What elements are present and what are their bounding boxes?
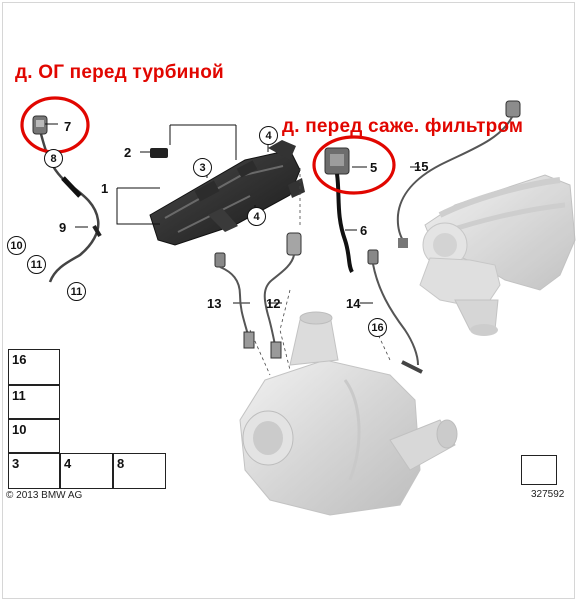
callout-11-lower: 11	[67, 282, 86, 301]
part-number-5: 5	[370, 160, 378, 175]
part-number-1: 1	[101, 181, 109, 196]
part-number-6: 6	[360, 223, 368, 238]
legend-cell-16: 16	[8, 349, 60, 385]
legend-label-3: 3	[12, 456, 20, 471]
legend-cell-4: 4	[60, 453, 113, 489]
sensor-cables-12-13	[214, 232, 302, 359]
callout-3: 3	[193, 158, 212, 177]
callout-8: 8	[44, 149, 63, 168]
part-number-7: 7	[64, 119, 72, 134]
sensor-cable-15	[396, 100, 521, 248]
part-number-12: 12	[266, 296, 281, 311]
copyright-notice: © 2013 BMW AG	[6, 490, 83, 501]
legend-label-16: 16	[12, 352, 27, 367]
legend-label-8: 8	[117, 456, 125, 471]
legend-cell-3: 3	[8, 453, 60, 489]
part-number-15: 15	[414, 159, 429, 174]
part-number-9: 9	[59, 220, 67, 235]
part-number-14: 14	[346, 296, 361, 311]
clip-part	[150, 148, 168, 158]
exhaust-temp-sensor-dpf	[324, 147, 354, 273]
legend-cell-10: 10	[8, 419, 60, 453]
legend-label-11: 11	[12, 388, 26, 403]
intake-manifold	[419, 174, 576, 336]
legend-label-4: 4	[64, 456, 72, 471]
sensor-cable-14	[367, 249, 423, 374]
callout-4-bottom: 4	[247, 207, 266, 226]
parts-legend: 16 11 10 3 4 8	[8, 349, 166, 489]
navigation-box	[521, 455, 557, 485]
callout-10: 10	[7, 236, 26, 255]
part-number-13: 13	[207, 296, 222, 311]
callout-4-top: 4	[259, 126, 278, 145]
sensor-bracket	[149, 140, 305, 246]
part-number-2: 2	[124, 145, 132, 160]
diagram-frame	[2, 2, 575, 599]
annotation-turbo-sensor: д. ОГ перед турбиной	[15, 62, 224, 83]
legend-label-10: 10	[12, 422, 27, 437]
highlight-ring-turbo-sensor	[20, 96, 90, 154]
highlight-ring-dpf-sensor	[312, 135, 396, 195]
callout-16: 16	[368, 318, 387, 337]
callout-11-upper: 11	[27, 255, 46, 274]
particulate-filter	[239, 311, 458, 516]
legend-cell-11: 11	[8, 385, 60, 419]
diagram-reference-number: 327592	[531, 489, 565, 500]
annotation-dpf-sensor: д. перед саже. фильтром	[282, 116, 524, 137]
legend-cell-8: 8	[113, 453, 166, 489]
